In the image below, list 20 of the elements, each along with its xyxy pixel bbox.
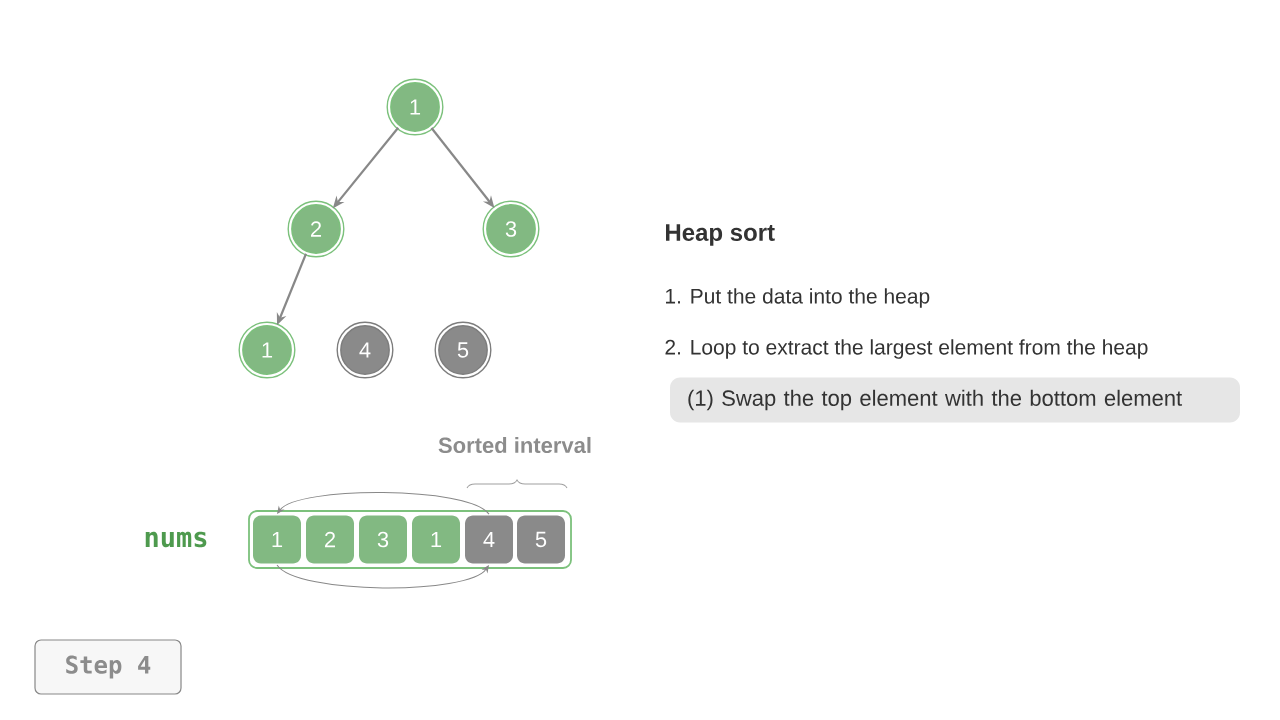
- range-label: Sorted interval: [438, 436, 591, 454]
- list-item: 1. Put the data into the heap: [666, 288, 930, 308]
- heap-node: 3: [482, 200, 540, 258]
- swap-arrow: [276, 564, 489, 589]
- step-note: (1) Swap the top element with the bottom element: [670, 377, 1240, 423]
- heap-node: 5: [434, 321, 492, 379]
- array-cell: 1: [412, 515, 460, 564]
- heap-node: 1: [386, 78, 444, 136]
- heap-node: 2: [287, 200, 345, 258]
- array-cell: 1: [253, 515, 301, 564]
- array-cell: 4: [465, 515, 513, 564]
- swap-arrow: [277, 492, 490, 515]
- heap-node: 1: [238, 321, 296, 379]
- array-cell: 3: [359, 515, 407, 564]
- array-cell: 2: [306, 515, 354, 564]
- array-name: nums: [145, 531, 207, 548]
- step-button: Step 4: [34, 639, 182, 695]
- heap-node: 4: [336, 321, 394, 379]
- heading: Heap sort: [666, 224, 775, 246]
- array-cell: 5: [517, 515, 565, 564]
